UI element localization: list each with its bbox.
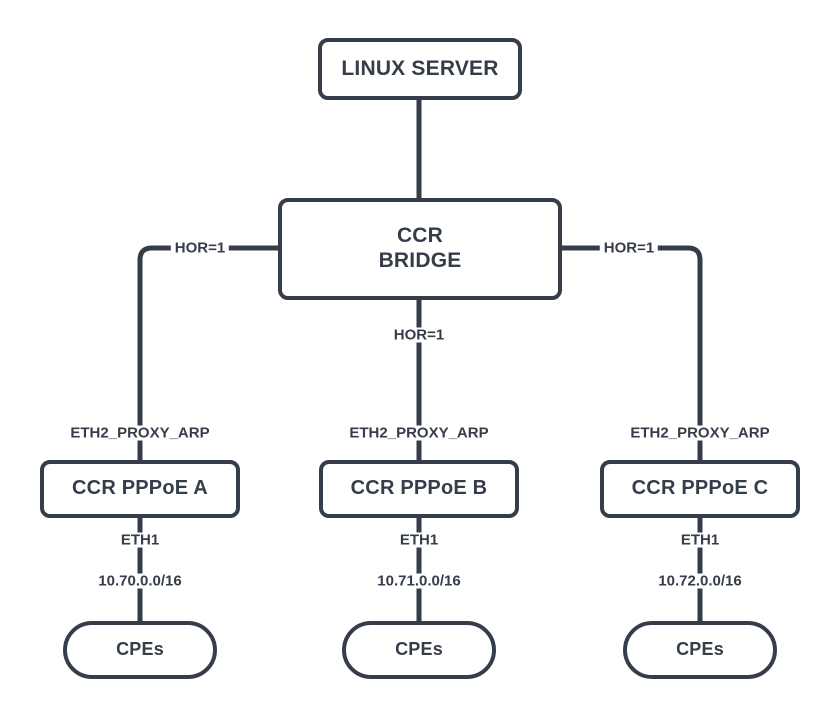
edge-label-subnet-a: 10.70.0.0/16 — [94, 573, 186, 589]
node-cpes-b[interactable]: CPEs — [342, 621, 496, 679]
node-ccr-pppoe-a-label: CCR PPPoE A — [72, 477, 208, 500]
edge-label-proxy-arp-b: ETH2_PROXY_ARP — [345, 425, 493, 441]
node-ccr-pppoe-c[interactable]: CCR PPPoE C — [600, 460, 800, 518]
edge-bridge-to-pppoe-a — [137, 245, 278, 460]
edge-label-eth1-c: ETH1 — [676, 532, 724, 548]
edge-label-subnet-b: 10.71.0.0/16 — [373, 573, 465, 589]
node-cpes-a[interactable]: CPEs — [63, 621, 217, 679]
edge-label-eth1-a: ETH1 — [116, 532, 164, 548]
node-ccr-bridge-label-line2: BRIDGE — [378, 249, 462, 272]
edge-label-eth1-b: ETH1 — [395, 532, 443, 548]
node-ccr-pppoe-a[interactable]: CCR PPPoE A — [40, 460, 240, 518]
edge-label-subnet-c: 10.72.0.0/16 — [654, 573, 746, 589]
edge-label-bridge-to-pppoe-a: HOR=1 — [170, 240, 230, 256]
edge-label-bridge-to-pppoe-c: HOR=1 — [599, 240, 659, 256]
node-linux-server[interactable]: LINUX SERVER — [318, 38, 522, 100]
node-ccr-pppoe-b[interactable]: CCR PPPoE B — [319, 460, 519, 518]
edge-label-proxy-arp-a: ETH2_PROXY_ARP — [66, 425, 214, 441]
edge-label-proxy-arp-c: ETH2_PROXY_ARP — [626, 425, 774, 441]
node-ccr-bridge-label-line1: CCR — [396, 224, 444, 248]
node-cpes-b-label: CPEs — [395, 639, 443, 660]
node-cpes-c[interactable]: CPEs — [623, 621, 777, 679]
node-ccr-bridge[interactable]: CCR BRIDGE — [278, 198, 562, 300]
edge-label-bridge-to-pppoe-b: HOR=1 — [389, 327, 449, 343]
node-linux-server-label: LINUX SERVER — [341, 56, 499, 80]
node-cpes-a-label: CPEs — [116, 639, 164, 660]
node-cpes-c-label: CPEs — [676, 639, 724, 660]
node-ccr-pppoe-c-label: CCR PPPoE C — [631, 477, 769, 500]
node-ccr-pppoe-b-label: CCR PPPoE B — [350, 477, 488, 500]
edge-bridge-to-pppoe-c — [562, 245, 703, 460]
